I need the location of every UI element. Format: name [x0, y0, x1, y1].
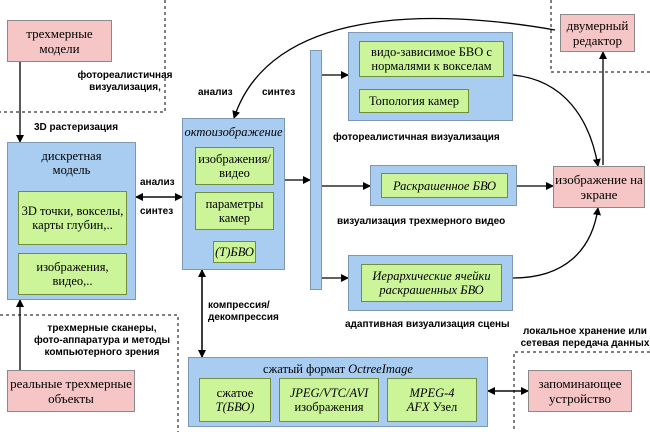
hierarchical-group: Иерархические ячейки раскрашенных БВО	[348, 255, 513, 311]
models-3d-box: трехмерные модели	[7, 20, 112, 62]
compressed-format-title: сжатый формат OctreeImage	[189, 362, 487, 376]
camera-topology-box: Топология камер	[359, 89, 469, 113]
camera-params-box: параметры камер	[195, 192, 274, 230]
screen-image-label: изображение на экране	[555, 172, 643, 202]
view-dependent-group: видо-зависимое БВО с нормалями к воксела…	[348, 32, 513, 121]
jpeg-top: JPEG/VTC/AVI	[289, 386, 369, 400]
synthesis-top-label: синтез	[262, 87, 296, 98]
tbvo-box: (Т)БВО	[213, 241, 256, 263]
octo-image-box: октоизображение изображения/ видео парам…	[182, 118, 285, 270]
arrow-view-dependent-to-screen	[512, 74, 601, 167]
compressed-t-top: сжатое	[216, 386, 254, 400]
view-dependent-box: видо-зависимое БВО с нормалями к воксела…	[359, 41, 504, 77]
analysis-top-label: анализ	[198, 87, 233, 98]
colored-bvo-group: Раскрашенное БВО	[370, 165, 517, 206]
compressed-t-box: сжатое Т(БВО)	[199, 378, 271, 422]
storage-box: запоминающее устройство	[528, 370, 632, 412]
photoreal-left-label: фотореалистичная визуализация,	[77, 70, 173, 93]
hierarchical-box: Иерархические ячейки раскрашенных БВО	[361, 264, 502, 302]
arrow-hierarchical-to-screen	[512, 207, 601, 279]
mpeg-bottom-it: AFX	[406, 400, 430, 414]
arrow-editor-to-octo	[232, 17, 556, 119]
editor-2d-box: двумерный редактор	[560, 14, 635, 52]
compressed-format-prefix: сжатый формат	[263, 362, 349, 376]
images-video-label: изображения/ видео	[198, 152, 271, 180]
real-objects-label: реальные трехмерные объекты	[10, 376, 132, 406]
camera-params-label: параметры камер	[205, 197, 264, 225]
mpeg-top: MPEG-4	[409, 386, 455, 400]
colored-bvo-box: Раскрашенное БВО	[381, 173, 508, 198]
mpeg-bottom-line: AFX Узел	[407, 400, 458, 414]
discrete-model-box: дискретная модель 3D точки, вокселы, кар…	[7, 142, 136, 300]
images-video-left-box: изображения, видео,..	[18, 253, 127, 295]
dashed-border-top-right	[550, 0, 650, 73]
tbvo-label: (Т)БВО	[215, 245, 254, 259]
octo-image-title: октоизображение	[184, 125, 283, 139]
analysis-left-label: анализ	[140, 177, 175, 188]
jpeg-bottom: изображения	[294, 400, 364, 414]
adaptive-label: адаптивная визуализация сцены	[345, 319, 510, 330]
compressed-format-name: OctreeImage	[348, 362, 413, 376]
mpeg-box: MPEG-4 AFX Узел	[387, 378, 477, 422]
video-3d-label: визуализация трехмерного видео	[337, 216, 506, 227]
scanners-label: трехмерные сканеры, фото-аппаратура и ме…	[34, 323, 170, 358]
synthesis-left-label: синтез	[140, 206, 174, 217]
points-voxels-label: 3D точки, вокселы, карты глубин,..	[21, 204, 124, 232]
compressed-format-box: сжатый формат OctreeImage сжатое Т(БВО) …	[188, 357, 488, 427]
jpeg-box: JPEG/VTC/AVI изображения	[279, 378, 379, 422]
view-dependent-label: видо-зависимое БВО с нормалями к воксела…	[371, 45, 492, 73]
points-voxels-box: 3D точки, вокселы, карты глубин,..	[18, 191, 127, 245]
images-video-left-label: изображения, видео,..	[36, 260, 109, 288]
storage-label: запоминающее устройство	[538, 376, 622, 406]
storage-transfer-label: локальное хранение или сетевая передача …	[520, 326, 650, 349]
mpeg-bottom: Узел	[429, 400, 458, 414]
compressed-t-bottom: Т(БВО)	[215, 400, 255, 414]
editor-2d-label: двумерный редактор	[566, 18, 629, 48]
compression-label: компрессия/ декомпрессия	[208, 300, 279, 323]
colored-bvo-label: Раскрашенное БВО	[392, 178, 497, 193]
photoreal-right-label: фотореалистичная визуализация	[333, 132, 500, 143]
distribution-bar	[310, 50, 322, 290]
images-video-box: изображения/ видео	[195, 147, 274, 185]
real-objects-box: реальные трехмерные объекты	[7, 370, 135, 412]
discrete-model-title: дискретная модель	[41, 149, 102, 177]
hierarchical-label: Иерархические ячейки раскрашенных БВО	[372, 269, 491, 297]
models-3d-label: трехмерные модели	[26, 26, 93, 56]
dashed-border-top-left	[0, 0, 166, 113]
screen-image-box: изображение на экране	[553, 166, 645, 208]
raster-3d-label: 3D растеризация	[34, 122, 119, 133]
camera-topology-label: Топология камер	[368, 94, 460, 108]
